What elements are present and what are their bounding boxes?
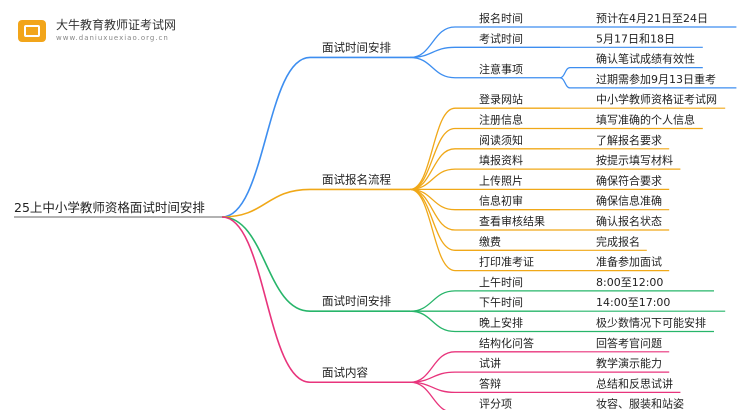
value-label: 总结和反思试讲 (596, 376, 673, 390)
item-label: 注册信息 (479, 113, 523, 127)
value-label: 5月17日和18日 (596, 32, 675, 45)
branch-label: 面试报名流程 (322, 172, 391, 186)
edge-branch-item (409, 310, 456, 333)
edge-branch-item (409, 188, 456, 272)
logo-url: www.daniuxuexiao.org.cn (56, 34, 169, 42)
item-label: 报名时间 (479, 11, 523, 25)
value-label: 教学演示能力 (596, 356, 662, 370)
value-label: 8:00至12:00 (596, 276, 663, 289)
value-label: 14:00至17:00 (596, 296, 670, 309)
value-label: 确认笔试成绩有效性 (596, 52, 695, 66)
value-label: 填写准确的个人信息 (596, 113, 695, 127)
item-label: 上午时间 (479, 276, 523, 289)
root-topic: 25上中小学教师资格面试时间安排 (14, 200, 205, 215)
edge-branch-item (409, 188, 456, 251)
item-label: 上传照片 (479, 174, 523, 187)
edge-branch-item (409, 56, 456, 79)
item-label: 结构化问答 (479, 336, 534, 350)
item-label: 查看审核结果 (479, 214, 545, 228)
item-label: 试讲 (479, 356, 501, 370)
edge-branch-item (409, 381, 447, 410)
item-label: 晚上安排 (479, 316, 523, 330)
edge-root-branch (221, 188, 311, 218)
item-label: 评分项 (479, 398, 512, 410)
value-label: 回答考官问题 (596, 336, 662, 350)
item-label: 填报资料 (479, 153, 523, 167)
book-icon (18, 20, 46, 42)
value-label: 完成报名 (596, 234, 640, 248)
edge-branch-item (409, 46, 456, 59)
site-logo[interactable]: 大牛教育教师证考试网 www.daniuxuexiao.org.cn (18, 14, 178, 48)
value-label: 了解报名要求 (596, 133, 662, 147)
branch-label: 面试内容 (322, 365, 368, 379)
edge-root-branch (221, 216, 311, 312)
value-label: 预计在4月21日至24日 (596, 12, 708, 25)
item-label: 注意事项 (479, 62, 523, 76)
edge-branch-item (409, 127, 456, 191)
item-label: 打印准考证 (479, 255, 534, 269)
item-label: 阅读须知 (479, 133, 523, 147)
value-label: 确保符合要求 (596, 173, 662, 187)
item-label: 下午时间 (479, 296, 523, 309)
item-label: 登录网站 (479, 92, 523, 106)
edge-root-branch (221, 216, 311, 384)
value-label: 过期需参加9月13日重考 (596, 72, 716, 86)
item-label: 考试时间 (479, 32, 523, 45)
edge-branch-item (409, 148, 456, 191)
edge-branch-item (409, 188, 456, 231)
logo-name: 大牛教育教师证考试网 (56, 18, 177, 32)
value-label: 中小学教师资格证考试网 (596, 92, 717, 106)
value-label: 按提示填写材料 (596, 153, 673, 167)
edge-item-value (559, 67, 571, 79)
edge-root-branch (221, 56, 311, 218)
edge-branch-item (409, 107, 456, 191)
value-label: 极少数情况下可能安排 (596, 316, 706, 330)
item-label: 缴费 (479, 234, 501, 248)
value-label: 准备参加面试 (596, 255, 662, 269)
edge-branch-item (409, 290, 456, 312)
item-label: 信息初审 (479, 194, 523, 208)
branch-label: 面试时间安排 (322, 40, 391, 54)
edge-item-value (559, 77, 571, 89)
value-label: 确认报名状态 (596, 214, 662, 228)
branch-label: 面试时间安排 (322, 294, 391, 308)
mindmap-edges (221, 26, 571, 410)
value-label: 确保信息准确 (596, 194, 662, 208)
item-label: 答辩 (479, 376, 501, 390)
mindmap-nodes: 25上中小学教师资格面试时间安排面试时间安排报名时间预计在4月21日至24日考试… (14, 11, 737, 410)
value-label: 妆容、服装和站姿 (596, 397, 684, 410)
